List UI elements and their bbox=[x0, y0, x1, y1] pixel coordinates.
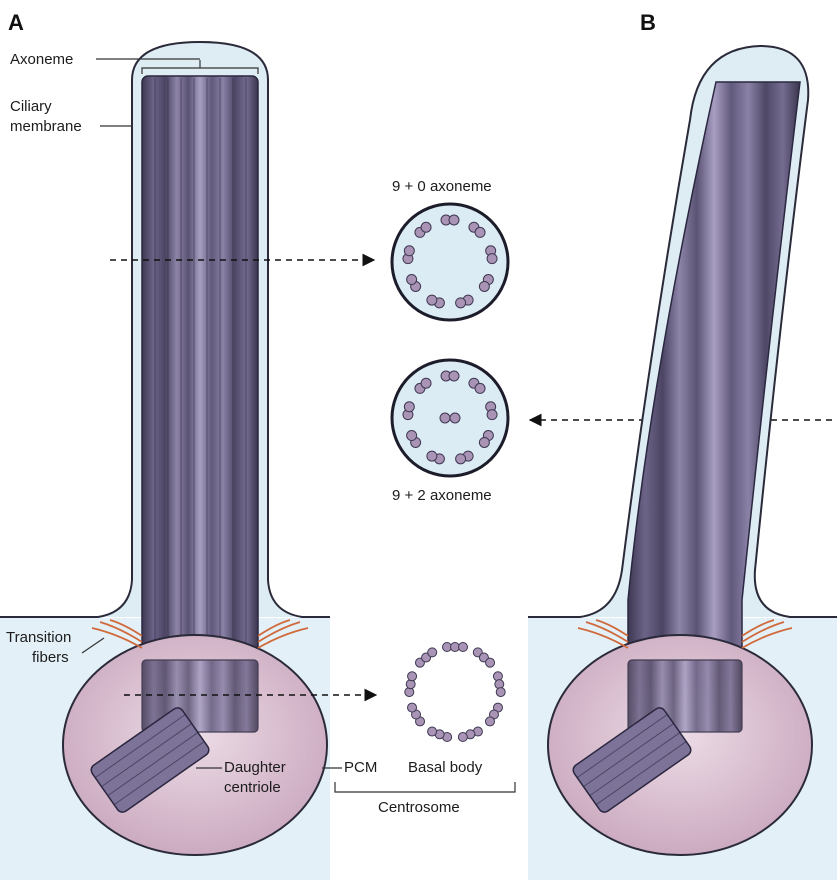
microtubule-unit bbox=[441, 371, 459, 381]
label-ciliary: Ciliary bbox=[10, 98, 52, 115]
microtubule-unit bbox=[443, 643, 468, 652]
microtubule-unit bbox=[403, 402, 414, 420]
label-pcm: PCM bbox=[344, 759, 377, 776]
microtubule-unit bbox=[403, 246, 414, 264]
microtubule-unit bbox=[486, 246, 497, 264]
label-9-2-axoneme: 9 + 2 axoneme bbox=[392, 487, 492, 504]
microtubule-unit bbox=[415, 648, 436, 667]
label-basal-body: Basal body bbox=[408, 759, 483, 776]
centrosome-bracket bbox=[335, 782, 515, 792]
microtubule-unit bbox=[486, 402, 497, 420]
microtubule-unit bbox=[405, 672, 417, 697]
microtubule-unit bbox=[493, 672, 505, 697]
panel-label-a: A bbox=[8, 10, 24, 35]
microtubule-unit bbox=[441, 215, 459, 225]
label-centriole: centriole bbox=[224, 779, 281, 796]
microtubule-unit bbox=[458, 727, 482, 741]
label-transition: Transition bbox=[6, 629, 71, 646]
label-axoneme: Axoneme bbox=[10, 51, 73, 68]
microtubule-unit bbox=[485, 703, 502, 726]
microtubule-unit bbox=[408, 703, 425, 726]
label-membrane: membrane bbox=[10, 118, 82, 135]
panel-label-b: B bbox=[640, 10, 656, 35]
axoneme-a bbox=[142, 76, 258, 656]
label-daughter: Daughter bbox=[224, 759, 286, 776]
basal-body-triplets bbox=[405, 643, 505, 742]
microtubule-unit bbox=[428, 727, 452, 741]
label-fibers: fibers bbox=[32, 649, 69, 666]
label-9-0-axoneme: 9 + 0 axoneme bbox=[392, 178, 492, 195]
microtubule-unit bbox=[473, 648, 494, 667]
label-centrosome: Centrosome bbox=[378, 799, 460, 816]
